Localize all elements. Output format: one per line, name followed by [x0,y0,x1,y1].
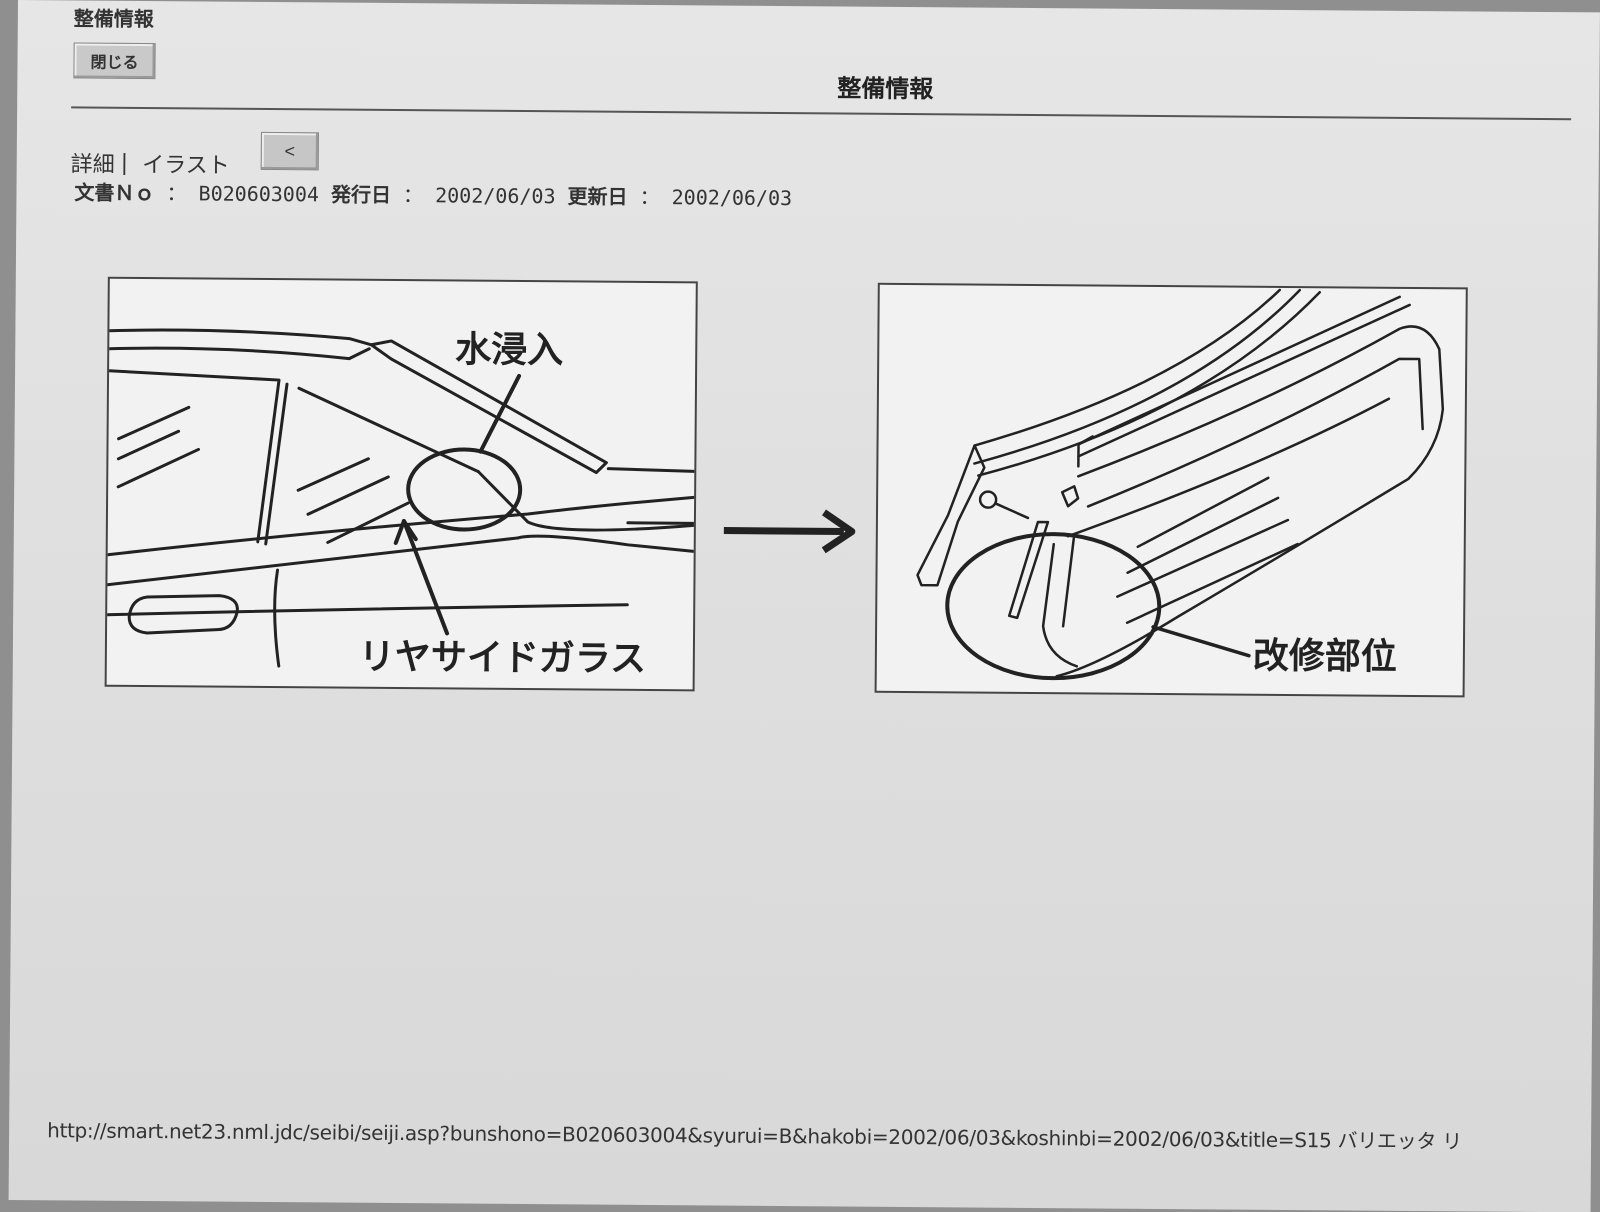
issue-date-value: 2002/06/03 [435,183,556,209]
window-title: 整備情報 [73,6,154,32]
issue-date-label: 発行日 [330,182,392,207]
header-divider [71,106,1572,121]
doc-colon-3: ： [639,184,660,210]
doc-no-value: B020603004 [198,181,320,207]
document-page: 整備情報 閉じる 整備情報 詳細 | イラスト < 文書Ｎｏ ： B020603… [8,0,1600,1212]
callout-repair-area: 改修部位 [1253,636,1397,678]
document-meta: 文書Ｎｏ ： B020603004 発行日 ： 2002/06/03 更新日 ：… [74,176,792,211]
update-date-label: 更新日 [567,184,628,209]
tab-illust[interactable]: イラスト [142,152,230,179]
doc-colon-1: ： [166,181,187,206]
callout-water-intrusion: 水浸入 [455,329,563,371]
car-side-drawing: 水浸入 リヤサイドガラス [105,328,696,680]
doc-no-label: 文書Ｎｏ [74,180,155,206]
repair-detail-drawing: 改修部位 [916,288,1445,681]
tab-separator: | [120,150,129,176]
footer-url: http://smart.net23.nml.jdc/seibi/seiji.a… [47,1118,1462,1154]
update-date-value: 2002/06/03 [671,185,793,211]
close-button[interactable]: 閉じる [73,42,156,80]
arrow-right-icon [723,509,856,554]
back-button[interactable]: < [260,131,319,171]
illustration-rear-side-glass: 水浸入 リヤサイドガラス [104,276,698,692]
illustration-repair-area: 改修部位 [874,282,1468,698]
page-title: 整備情報 [837,74,934,104]
view-tabs: 詳細 | イラスト [71,146,230,179]
doc-colon-2: ： [402,183,424,208]
callout-rear-side-glass: リヤサイドガラス [359,637,647,680]
tab-detail[interactable]: 詳細 [70,152,115,178]
